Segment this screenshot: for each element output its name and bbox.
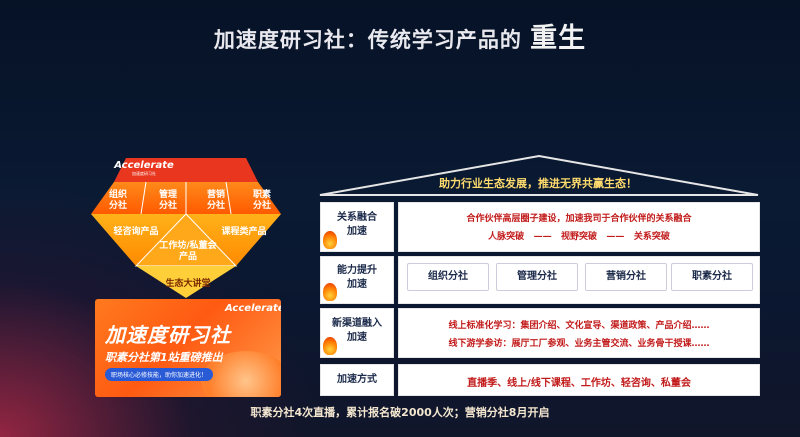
diamond-label-org: 组织 分社 bbox=[108, 190, 127, 211]
row-label-channel: 新渠道融入 加速 bbox=[320, 308, 394, 358]
offline-visits: 线下游学参访：展厅工厂参观、业务主管交流、业务骨干授课…… bbox=[448, 339, 710, 349]
row-label-method: 加速方式 bbox=[320, 364, 394, 396]
method-desc: 直播季、线上/线下课程、工作坊、轻咨询、私董会 bbox=[467, 378, 691, 389]
banner-decoration bbox=[201, 351, 281, 397]
diamond-label-consult: 轻咨询产品 bbox=[113, 227, 159, 237]
row-box-channel: 线上标准化学习：集团介绍、文化宣导、渠道政策、产品介绍…… 线下游学参访：展厅工… bbox=[398, 308, 760, 358]
row-box-method: 直播季、线上/线下课程、工作坊、轻咨询、私董会 bbox=[398, 364, 760, 396]
card-career-branch[interactable]: 职素分社 bbox=[671, 263, 753, 291]
card-mgmt-branch[interactable]: 管理分社 bbox=[496, 263, 578, 291]
relationship-desc: 合作伙伴高层圈子建设，加速我司于合作伙伴的关系融合 bbox=[466, 214, 692, 224]
card-org-branch[interactable]: 组织分社 bbox=[407, 263, 489, 291]
banner-logo: Accelerate bbox=[225, 303, 281, 314]
diamond-label-career: 职素 分社 bbox=[252, 190, 271, 211]
row-label-relationship: 关系融合 加速 bbox=[320, 202, 394, 252]
banner-pill: 职场核心必修技能，助你加速进化！ bbox=[105, 368, 214, 381]
diamond-shape bbox=[91, 158, 281, 298]
row-box-relationship: 合作伙伴高层圈子建设，加速我司于合作伙伴的关系融合 人脉突破 —— 视野突破 —… bbox=[398, 202, 760, 252]
diamond-label-forum: 生态大讲堂 bbox=[165, 279, 211, 289]
relationship-breakthroughs: 人脉突破 —— 视野突破 —— 关系突破 bbox=[488, 232, 670, 242]
diamond-label-workshop: 工作坊/私董会 产品 bbox=[159, 241, 217, 262]
house-roof bbox=[319, 155, 759, 196]
flame-icon bbox=[323, 231, 337, 249]
title-emphasis: 重生 bbox=[530, 23, 587, 54]
footer-caption: 职素分社4次直播，累计报名破2000人次；营销分社8月开启 bbox=[250, 406, 550, 419]
promo-banner[interactable]: Accelerate 加速度研习社 职素分社第1站重磅推出 职场核心必修技能，助… bbox=[95, 299, 281, 397]
page-title: 加速度研习社：传统学习产品的 重生 bbox=[0, 16, 800, 55]
title-main: 加速度研习社：传统学习产品的 bbox=[213, 28, 522, 52]
banner-title: 加速度研习社 bbox=[105, 323, 231, 347]
banner-subtitle: 职素分社第1站重磅推出 bbox=[105, 351, 223, 364]
roof-slogan: 助力行业生态发展，推进无界共赢生态！ bbox=[439, 177, 637, 190]
flame-icon bbox=[323, 337, 337, 355]
diamond-label-mgmt: 管理 分社 bbox=[158, 190, 177, 211]
card-marketing-branch[interactable]: 营销分社 bbox=[585, 263, 667, 291]
diamond-label-course: 课程类产品 bbox=[221, 227, 267, 237]
row-box-capability: 组织分社 管理分社 营销分社 职素分社 bbox=[398, 256, 760, 304]
diamond-label-marketing: 营销 分社 bbox=[206, 190, 225, 211]
row-label-capability: 能力提升 加速 bbox=[320, 256, 394, 304]
flame-icon bbox=[323, 283, 337, 301]
online-learning: 线上标准化学习：集团介绍、文化宣导、渠道政策、产品介绍…… bbox=[448, 321, 710, 331]
product-diamond bbox=[86, 158, 286, 298]
